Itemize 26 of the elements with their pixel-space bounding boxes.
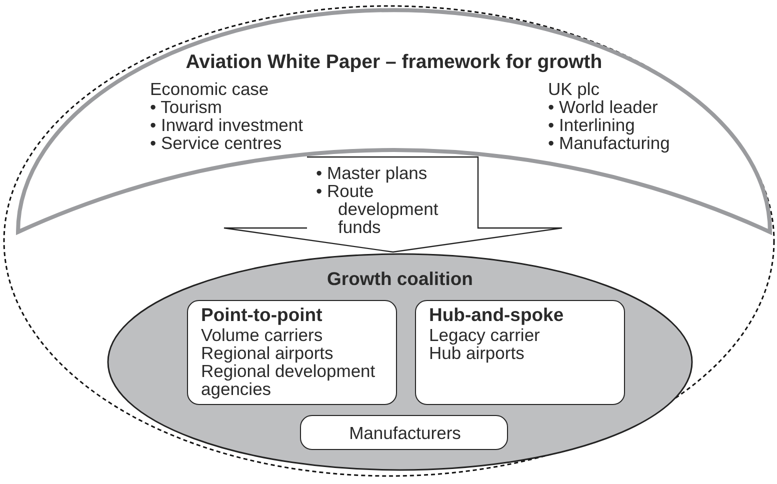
rounded-box [415, 300, 625, 405]
crescent-shape [14, 8, 774, 236]
body-text: Regional development agencies [201, 362, 376, 398]
list-item: • Service centres [150, 134, 282, 152]
rounded-box [300, 415, 508, 450]
ellipse-group [107, 253, 693, 471]
subheading: UK plc [548, 80, 600, 98]
body-text: Hub airports [429, 344, 524, 362]
rounded-box [187, 300, 397, 405]
list-item: • Route development funds [316, 182, 440, 236]
list-item: • Interlining [548, 116, 636, 134]
body-text: Manufacturers [348, 424, 462, 442]
heading: Hub-and-spoke [429, 306, 564, 324]
dashed-ellipse [3, 5, 775, 477]
list-item: • Master plans [316, 164, 428, 182]
body-text: Regional airports [201, 344, 334, 362]
heading: Growth coalition [326, 270, 474, 288]
list-item: • Manufacturing [548, 134, 671, 152]
subheading: Economic case [150, 80, 269, 98]
list-item: • World leader [548, 98, 658, 116]
body-text: Legacy carrier [429, 326, 540, 344]
list-item: • Inward investment [150, 116, 303, 134]
list-item: • Tourism [150, 98, 223, 116]
heading: Aviation White Paper – framework for growth [184, 53, 604, 71]
body-text: Volume carriers [201, 326, 323, 344]
heading: Point-to-point [201, 306, 322, 324]
